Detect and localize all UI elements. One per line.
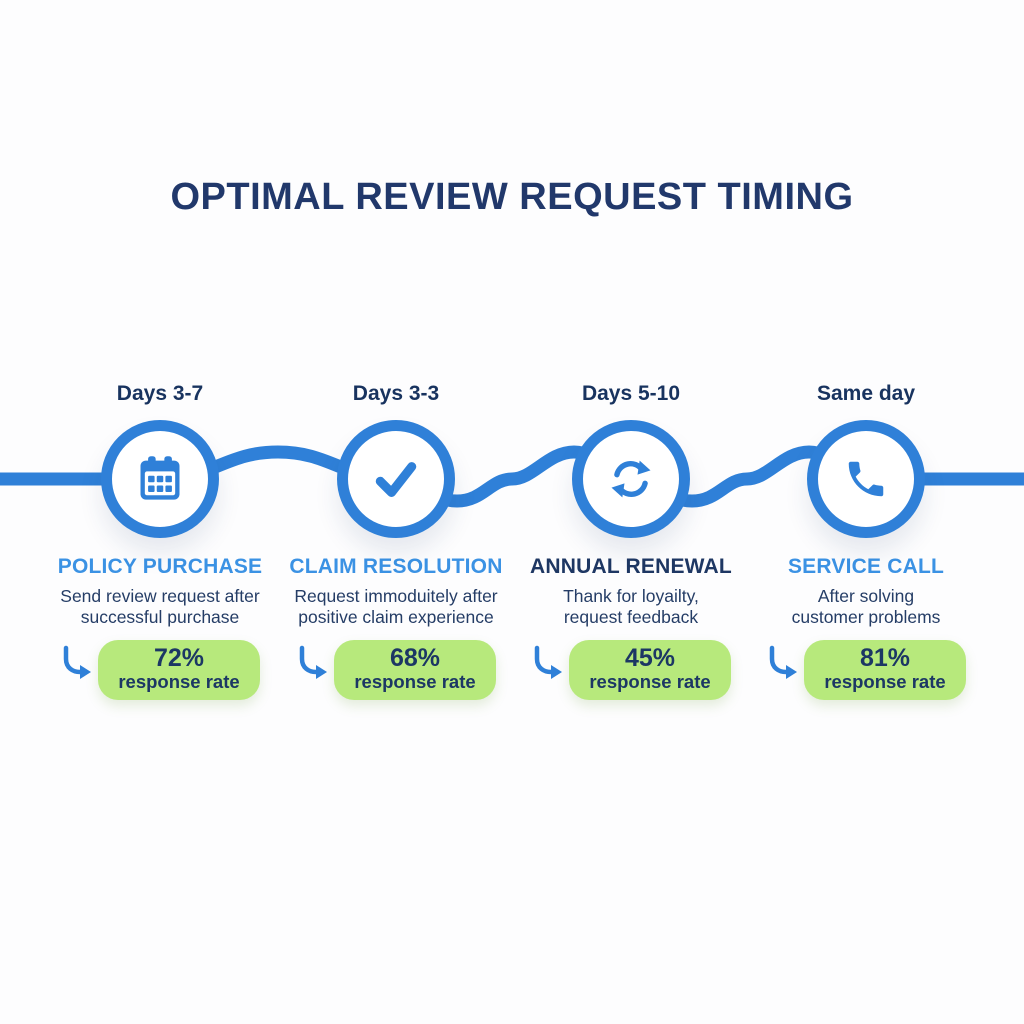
response-rate-label: response rate: [354, 671, 476, 693]
curved-arrow-icon: [766, 644, 798, 689]
stage-description-line1: Send review request after: [60, 586, 260, 606]
stage-description-line2: positive claim experience: [298, 607, 494, 628]
page-title: OPTIMAL REVIEW REQUEST TIMING: [170, 176, 854, 218]
calendar-icon: [134, 453, 186, 505]
phone-icon: [843, 456, 889, 502]
stage-description: Send review request after successful pur…: [42, 586, 278, 629]
stage-title: ANNUAL RENEWAL: [530, 555, 732, 578]
stage-service-call: Same day SERVICE CALL After solving cust…: [748, 382, 984, 700]
stage-policy-purchase: Days 3-7 POLICY PURCHASE Send rev: [42, 382, 278, 700]
rate-row: 45% response rate: [513, 639, 749, 700]
rate-row: 81% response rate: [748, 639, 984, 700]
stage-circle: [807, 420, 925, 538]
stage-description-line1: After solving: [817, 586, 915, 606]
response-rate-label: response rate: [118, 671, 240, 693]
response-rate-label: response rate: [824, 671, 946, 693]
renewal-icon: [605, 453, 657, 505]
stage-timing: Days 5-10: [581, 382, 681, 405]
response-rate-label: response rate: [589, 671, 711, 693]
response-rate-value: 81%: [859, 643, 911, 672]
response-rate-value: 72%: [153, 643, 205, 672]
stage-timing: Days 3-3: [352, 382, 440, 405]
response-rate-value: 45%: [624, 643, 676, 672]
stage-description: Thank for loyailty, request feedback: [513, 586, 749, 629]
stage-description: After solving customer problems: [748, 586, 984, 629]
rate-row: 72% response rate: [42, 639, 278, 700]
stage-description-line1: Request immoduitely after: [294, 586, 498, 606]
stage-title: CLAIM RESOLUTION: [289, 555, 503, 578]
stage-title: SERVICE CALL: [787, 555, 945, 578]
curved-arrow-icon: [296, 644, 328, 689]
response-rate-value: 68%: [389, 643, 441, 672]
response-rate-badge: 45% response rate: [569, 639, 731, 700]
stage-circle: [101, 420, 219, 538]
stage-annual-renewal: Days 5-10 ANNUAL RENEWAL Thank for loyai…: [513, 382, 749, 700]
stage-circle: [572, 420, 690, 538]
response-rate-badge: 72% response rate: [98, 639, 260, 700]
stage-description-line2: customer problems: [791, 607, 941, 628]
check-icon: [369, 452, 423, 506]
curved-arrow-icon: [531, 644, 563, 689]
stage-title: POLICY PURCHASE: [57, 555, 263, 578]
response-rate-badge: 68% response rate: [334, 639, 496, 700]
rate-row: 68% response rate: [278, 639, 514, 700]
stage-claim-resolution: Days 3-3 CLAIM RESOLUTION Request immodu…: [278, 382, 514, 700]
stage-description-line1: Thank for loyailty,: [563, 586, 699, 606]
stage-timing: Days 3-7: [116, 382, 204, 405]
stage-description-line2: request feedback: [563, 607, 699, 628]
stage-timing: Same day: [816, 382, 916, 405]
stage-description: Request immoduitely after positive claim…: [278, 586, 514, 629]
stage-description-line2: successful purchase: [80, 607, 240, 628]
response-rate-badge: 81% response rate: [804, 639, 966, 700]
curved-arrow-icon: [60, 644, 92, 689]
stage-circle: [337, 420, 455, 538]
